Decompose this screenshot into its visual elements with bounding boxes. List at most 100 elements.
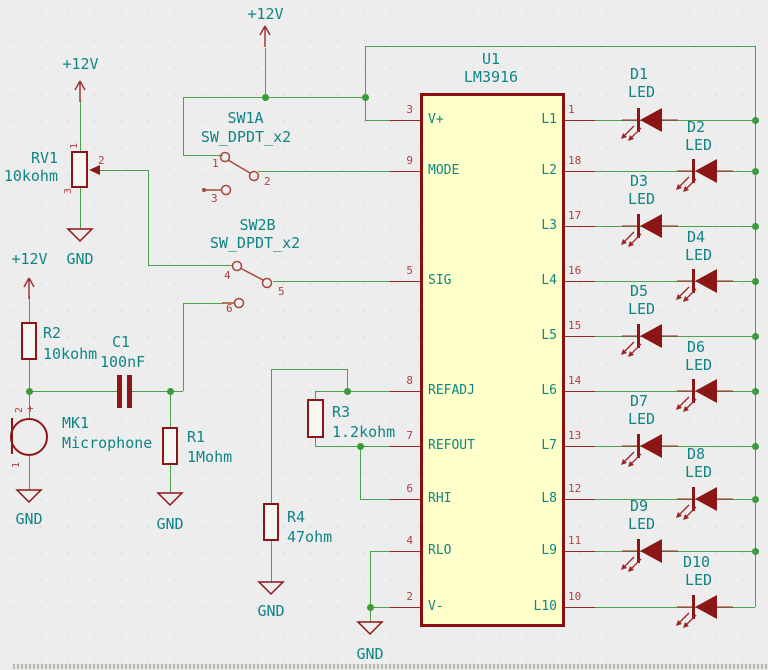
resistor-value-label[interactable]: 10kohm [43,345,98,363]
led-d7-symbol[interactable] [621,425,680,467]
gnd-label[interactable]: GND [66,250,94,268]
wire[interactable] [80,188,81,229]
switch-sw1a-symbol[interactable] [198,143,303,205]
mic-ref-label[interactable]: MK1 [62,414,90,432]
wire[interactable] [183,303,223,304]
resistor-value-label[interactable]: 1.2kohm [332,423,396,441]
led-d6-symbol[interactable] [676,370,735,412]
led-d2-symbol[interactable] [676,150,735,192]
wire[interactable] [595,391,755,392]
potentiometer-rv1-symbol[interactable] [71,151,88,188]
wire[interactable] [131,391,183,392]
resistor-ref-label[interactable]: R1 [187,428,206,446]
wire[interactable] [99,170,148,171]
wire[interactable] [315,391,316,399]
wire[interactable] [315,391,390,392]
wire[interactable] [170,465,171,493]
resistor-ref-label[interactable]: R3 [332,403,351,421]
led-ref-label[interactable]: D3 [630,172,649,190]
led-ref-label[interactable]: D2 [687,118,706,136]
wire[interactable] [271,541,272,582]
resistor-r4-symbol[interactable] [263,503,279,541]
wire[interactable] [271,369,347,370]
potentiometer-ref-label[interactable]: RV1 [31,149,59,167]
led-d8-symbol[interactable] [676,478,735,520]
wire[interactable] [347,369,348,391]
led-value-label[interactable]: LED [628,300,656,318]
led-ref-label[interactable]: D7 [630,392,649,410]
resistor-value-label[interactable]: 47ohm [287,528,333,546]
wire[interactable] [370,607,371,622]
led-value-label[interactable]: LED [628,190,656,208]
wire[interactable] [755,46,756,607]
wire[interactable] [80,100,81,151]
resistor-value-label[interactable]: 1Mohm [187,448,233,466]
wire[interactable] [315,438,316,446]
led-value-label[interactable]: LED [685,246,713,264]
led-ref-label[interactable]: D6 [687,338,706,356]
resistor-r3-symbol[interactable] [307,399,324,438]
switch-value-label[interactable]: SW_DPDT_x2 [209,234,301,252]
led-ref-label[interactable]: D9 [630,497,649,515]
led-d3-symbol[interactable] [621,205,680,247]
wire[interactable] [370,551,371,607]
led-d5-symbol[interactable] [621,315,680,357]
wire[interactable] [148,265,233,266]
capacitor-c1-symbol[interactable] [127,375,132,408]
wire[interactable] [370,551,390,552]
mic-value-label[interactable]: Microphone [62,434,153,452]
wire[interactable] [365,120,390,121]
wire[interactable] [183,97,365,98]
led-value-label[interactable]: LED [628,83,656,101]
ic-u1-symbol[interactable] [420,93,565,627]
wire[interactable] [29,456,30,490]
ic-value-label[interactable]: LM3916 [463,68,519,86]
resistor-ref-label[interactable]: R2 [43,324,62,342]
led-ref-label[interactable]: D10 [683,553,711,571]
wire[interactable] [273,281,390,282]
gnd-label[interactable]: GND [356,645,384,663]
wire[interactable] [29,391,30,419]
wire[interactable] [595,281,755,282]
resistor-ref-label[interactable]: R4 [287,508,306,526]
gnd-icon[interactable] [257,581,285,596]
led-ref-label[interactable]: D5 [630,282,649,300]
led-value-label[interactable]: LED [685,571,713,589]
led-value-label[interactable]: LED [685,356,713,374]
wire[interactable] [148,170,149,265]
wire[interactable] [183,97,184,155]
potentiometer-value-label[interactable]: 10kohm [3,167,58,185]
wire[interactable] [183,155,223,156]
led-d4-symbol[interactable] [676,260,735,302]
wire[interactable] [258,171,390,172]
wire[interactable] [29,391,117,392]
microphone-mk1-symbol[interactable] [4,402,56,460]
power-arrow-icon[interactable] [259,25,271,48]
led-d9-symbol[interactable] [621,530,680,572]
wire[interactable] [595,171,755,172]
wire[interactable] [271,369,272,504]
led-ref-label[interactable]: D8 [687,445,706,463]
power-label-12v[interactable]: +12V [11,250,48,268]
wire[interactable] [183,303,184,391]
wire[interactable] [29,360,30,391]
power-label-12v[interactable]: +12V [62,55,99,73]
wire[interactable] [265,48,266,97]
led-ref-label[interactable]: D1 [630,65,649,83]
led-value-label[interactable]: LED [628,515,656,533]
led-ref-label[interactable]: D4 [687,228,706,246]
power-arrow-icon[interactable] [23,277,35,300]
switch-value-label[interactable]: SW_DPDT_x2 [200,128,292,146]
led-value-label[interactable]: LED [685,136,713,154]
gnd-icon[interactable] [156,492,184,507]
switch-sw2b-symbol[interactable] [208,252,313,314]
gnd-icon[interactable] [66,228,94,243]
wire[interactable] [170,391,171,427]
resistor-r2-symbol[interactable] [21,322,37,360]
led-d10-symbol[interactable] [676,586,735,628]
capacitor-value-label[interactable]: 100nF [100,353,146,371]
wire[interactable] [29,296,30,322]
wire[interactable] [365,46,755,47]
power-arrow-icon[interactable] [74,80,86,103]
